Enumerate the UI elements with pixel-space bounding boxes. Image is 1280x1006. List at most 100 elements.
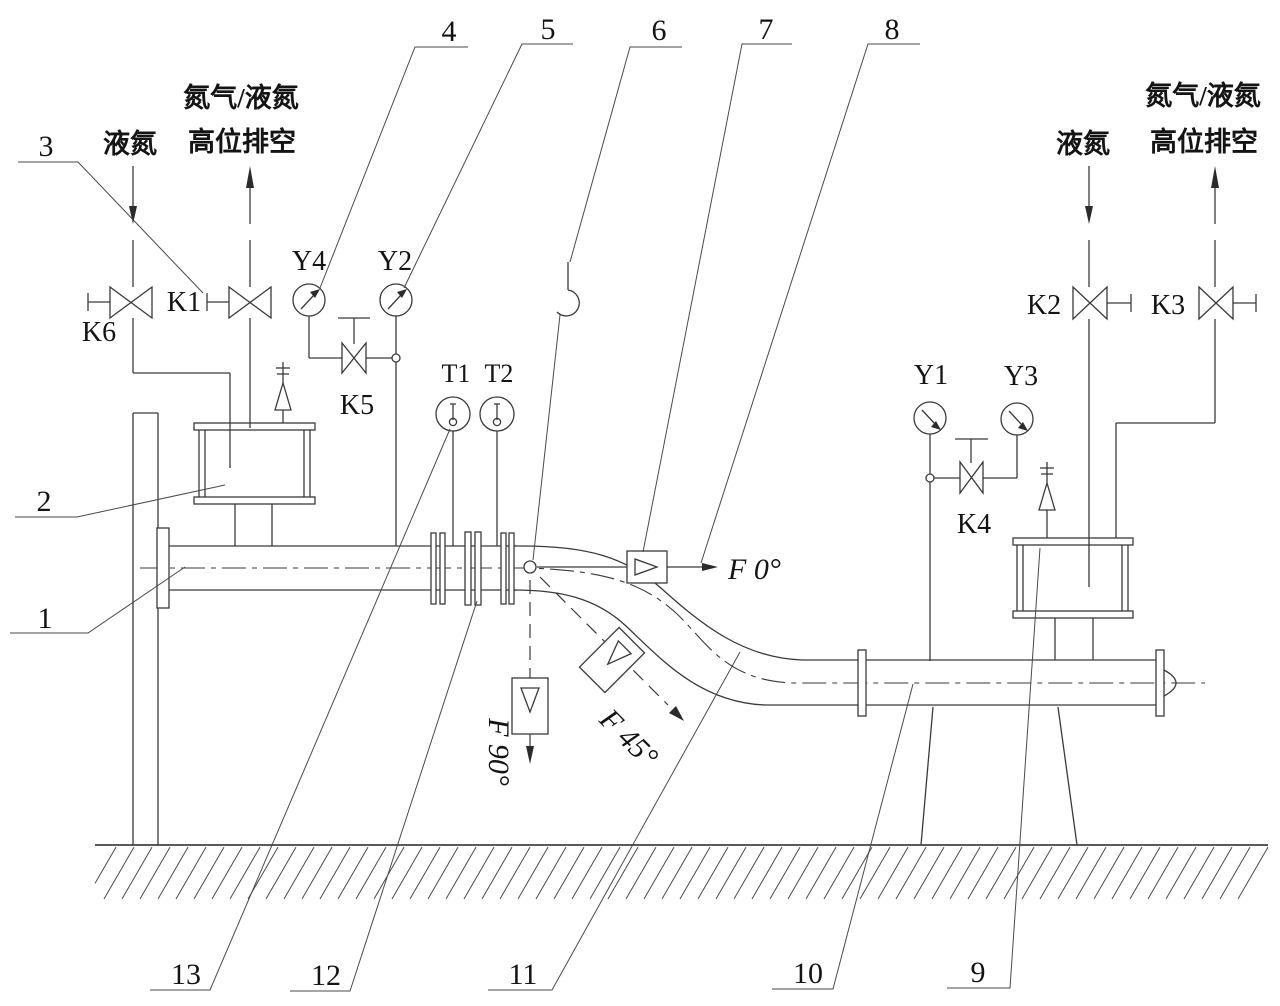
- leader-8: [700, 43, 920, 564]
- pipe-leg: [1057, 706, 1078, 846]
- left-fill-arrow-icon: [129, 206, 137, 224]
- callout-2: 2: [37, 485, 52, 518]
- hatch-stroke: [787, 846, 819, 900]
- gauge-label-Y2: Y2: [378, 246, 412, 277]
- hatch-stroke: [301, 846, 333, 900]
- gauge-manifold-right: [925, 434, 1018, 661]
- flow-sensor-90-icon: [520, 687, 540, 714]
- thermo-label-T1: T1: [442, 359, 471, 388]
- hatch-stroke: [733, 846, 765, 900]
- leader-12: [290, 600, 478, 992]
- hatch-stroke: [175, 846, 207, 900]
- gauge-needle-icon: [1018, 422, 1028, 431]
- callout-8: 8: [885, 13, 900, 46]
- hatch-stroke: [265, 846, 297, 900]
- hatch-stroke: [1039, 846, 1071, 900]
- pivot-point: [523, 560, 537, 574]
- left-relief-valve: [274, 362, 292, 423]
- right-vessel: [1012, 537, 1134, 660]
- hatch-stroke: [697, 846, 729, 900]
- gauge-Y4: [292, 283, 326, 317]
- gauge-label-Y3: Y3: [1004, 361, 1038, 392]
- hatch-stroke: [895, 846, 927, 900]
- callout-5: 5: [541, 13, 556, 46]
- hatch-stroke: [481, 846, 513, 900]
- hatch-stroke: [877, 846, 909, 900]
- flow-arrow-0-icon: [702, 563, 718, 571]
- hatch-stroke: [571, 846, 603, 900]
- hatch-stroke: [391, 846, 423, 900]
- hatch-stroke: [1147, 846, 1179, 900]
- left-supply-piping: [129, 166, 254, 468]
- leader-9: [947, 547, 1041, 989]
- hatch-stroke: [1057, 846, 1089, 900]
- flow-label-F45: F 45°: [592, 702, 664, 774]
- hatch-stroke: [499, 846, 531, 900]
- hook-item: [532, 262, 580, 561]
- hatch-stroke: [607, 846, 639, 900]
- valve-label-K2: K2: [1027, 290, 1061, 321]
- hatch-stroke: [445, 846, 477, 900]
- cn-right-vent-line2: 高位排空: [1150, 126, 1258, 157]
- hatch-stroke: [463, 846, 495, 900]
- gauge-needle-icon: [397, 289, 407, 298]
- callout-leaders: [10, 43, 1041, 992]
- valve-K5: [338, 317, 370, 375]
- flow-direction-90: [511, 580, 549, 764]
- valve-K3: [1198, 285, 1257, 321]
- gauge-label-Y4: Y4: [292, 246, 326, 277]
- thermometer-bulb-icon: [492, 417, 502, 427]
- flange: [1155, 649, 1165, 717]
- flow-label-F0: F 0°: [727, 553, 781, 586]
- main-pipe: [156, 527, 516, 609]
- left-support-column: [132, 412, 159, 845]
- leader-4: [319, 46, 468, 289]
- left-vessel: [193, 422, 316, 546]
- valve-K2: [1072, 285, 1132, 321]
- gauge-needle-icon: [931, 421, 941, 430]
- gauge-Y3: [1000, 402, 1034, 436]
- thermometer-T2: [479, 396, 515, 546]
- leader-11: [488, 651, 741, 991]
- callout-11: 11: [509, 958, 538, 991]
- hatch-stroke: [985, 846, 1017, 900]
- hatch-stroke: [589, 846, 621, 900]
- tee-node: [391, 353, 401, 363]
- hatch-stroke: [1129, 846, 1161, 900]
- right-fill-arrow-icon: [1085, 206, 1093, 224]
- hatch-stroke: [517, 846, 549, 900]
- hatch-stroke: [1237, 846, 1269, 900]
- callout-3: 3: [39, 130, 54, 163]
- callout-6: 6: [652, 14, 667, 47]
- valve-label-K4: K4: [957, 509, 991, 540]
- tee-node: [925, 473, 935, 483]
- hatch-stroke: [841, 846, 873, 900]
- lower-pipe: [766, 649, 1177, 846]
- hatch-stroke: [1165, 846, 1197, 900]
- hatch-stroke: [355, 846, 387, 900]
- ground-hatching: [94, 846, 1269, 900]
- hatch-stroke: [715, 846, 747, 900]
- hatch-stroke: [193, 846, 225, 900]
- hatch-stroke: [139, 846, 171, 900]
- valve-K1: [206, 285, 272, 320]
- hatch-stroke: [373, 846, 405, 900]
- hatch-stroke: [931, 846, 963, 900]
- hatch-stroke: [823, 846, 855, 900]
- valve-label-K1: K1: [167, 287, 201, 318]
- pipe-leg: [920, 706, 934, 846]
- hatch-stroke: [769, 846, 801, 900]
- pipe-centerline: [140, 567, 1205, 684]
- gauge-needle-icon: [310, 289, 320, 298]
- flow-sensor-0-icon: [634, 558, 659, 576]
- leader-1: [10, 566, 186, 634]
- pipe-flanges: [430, 531, 515, 606]
- hatch-stroke: [157, 846, 189, 900]
- gauge-Y2: [379, 283, 413, 317]
- hatch-stroke: [1021, 846, 1053, 900]
- hatch-stroke: [913, 846, 945, 900]
- hatch-stroke: [283, 846, 315, 900]
- cn-left-vent-line2: 高位排空: [188, 126, 296, 157]
